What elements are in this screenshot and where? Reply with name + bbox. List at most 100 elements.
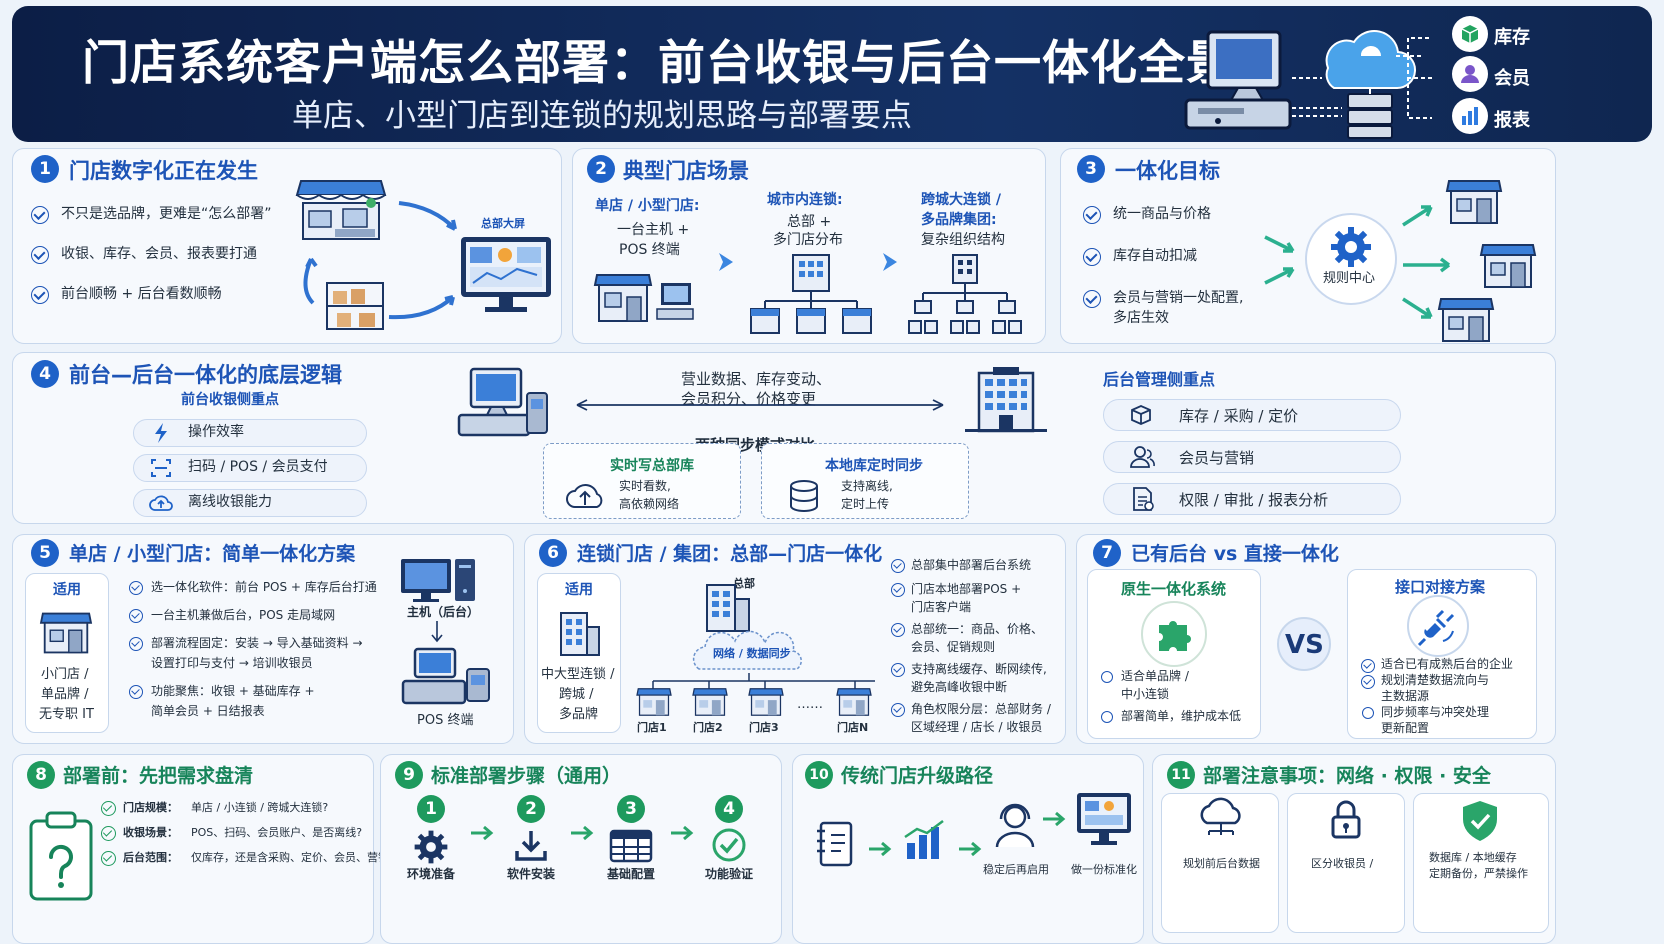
step-2-label: 软件安装 [507,867,556,881]
s7-right-item-3: 同步频率与冲突处理 [1381,705,1490,719]
network-diagram-icon [1292,29,1432,139]
hq-building-icon [965,367,1047,433]
s7-right-item-1: 适合已有成熟后台的企业 [1381,657,1514,671]
check-icon [1083,248,1101,266]
puzzle-circle [1141,601,1207,667]
download-icon [515,831,547,861]
section-9-title: 标准部署步骤（通用） [431,765,622,787]
s3-item-1: 统一商品与价格 [1113,206,1211,222]
s5-item-1: 选一体化软件：前台 POS + 库存后台打通 [151,580,377,594]
s2-col2-title: 城市内连锁: [767,192,843,208]
s7-left-title: 原生一体化系统 [1121,580,1227,598]
s7-left-item-1-cont: 中小连锁 [1121,687,1170,701]
arrow-right-icon [471,825,494,841]
section-8-title: 部署前：先把需求盘清 [63,765,254,787]
s1-item-2: 收银、库存、会员、报表要打通 [61,246,257,262]
check-icon [129,581,143,595]
cloud-network-icon [1200,797,1241,835]
s5-item-4-cont: 简单会员 + 日结报表 [151,704,265,718]
section-4-title: 前台—后台一体化的底层逻辑 [69,363,342,387]
sync-mode-b-box [761,443,969,519]
step-4-label: 功能验证 [705,867,754,881]
check-icon [31,246,49,264]
s6-store-1: 门店1 [637,721,667,734]
lightning-icon [155,423,167,443]
s5-fit-label: 适用 [53,582,81,598]
s6-item-4-cont: 避免高峰收银中断 [911,680,1008,694]
s4-modeA-title: 实时写总部库 [610,458,694,474]
s2-col1-desc-1: 一台主机 + [617,222,690,238]
inbound-arrows-icon [1264,235,1295,285]
chevron-right-icon [883,253,897,271]
s6-store-3: 门店3 [749,721,779,734]
s6-fit-desc-3: 多品牌 [559,707,599,722]
store-network-lines [652,673,875,691]
step-2-number: 2 [517,795,545,823]
section-8-card: 8 部署前：先把需求盘清 门店规模： 单店 / 小连锁 / 跨城大连锁? 收银场… [12,754,395,944]
section-11-number: 11 [1167,761,1195,789]
s2-col3-title: 跨城大连锁 / [921,192,1001,208]
s5-item-2: 一台主机兼做后台，POS 走局域网 [151,608,336,622]
s4-front-item-1: 操作效率 [188,424,244,440]
section-9-number: 9 [395,761,423,789]
arrow-right-icon [959,841,982,857]
section-5-title: 单店 / 小型门店：简单一体化方案 [69,543,356,565]
s7-vs: VS [1285,630,1324,660]
support-agent-icon [995,803,1035,848]
front-item-efficiency [133,419,367,447]
checklist-icon [817,821,853,867]
member-icon [1452,56,1488,92]
section-4-card: 4 前台—后台一体化的底层逻辑 前台收银侧重点 操作效率 扫码 / POS / … [12,352,1556,524]
back-item-permission [1103,483,1401,515]
store-icon [692,688,728,716]
s2-col3-desc-1: 复杂组织结构 [921,232,1005,248]
s5-fit-desc-2: 单品牌 / [41,687,89,702]
arrow-right-icon [869,841,892,857]
section-7-card: 7 已有后台 vs 直接一体化 原生一体化系统 适合单品牌 / 中小连锁 部署简… [1076,534,1556,744]
pos-terminal-icon [457,367,548,437]
monitor-dashboard-icon [1077,793,1131,845]
s6-item-2: 门店本地部署POS + [911,582,1022,596]
step-3-number: 3 [617,795,645,823]
section-2-number: 2 [587,155,615,183]
s5-host-label: 主机（后台） [407,605,480,619]
chevron-right-icon [719,253,733,271]
s3-item-3: 会员与营销一处配置, [1113,290,1244,306]
check-icon [891,623,905,637]
store-icon [836,688,872,716]
page-subtitle: 单店、小型门店到连锁的规划思路与部署要点 [292,98,912,134]
section-3-number: 3 [1077,155,1105,183]
s4-back-item-2: 会员与营销 [1179,449,1255,467]
hq-building-icon [706,584,750,632]
back-item-inventory [1103,399,1401,431]
s4-flow-line-1: 营业数据、库存变动、 [681,370,832,388]
check-icon [891,583,905,597]
section-1-number: 1 [31,155,59,183]
check-icon [31,206,49,224]
front-item-scan-pay [133,454,367,482]
s4-back-item-1: 库存 / 采购 / 定价 [1179,407,1299,425]
s6-store-2: 门店2 [693,721,723,734]
s4-modeA-desc-1: 实时看数, [619,479,671,493]
s4-front-item-2: 扫码 / POS / 会员支付 [188,459,328,475]
user-icon [1130,446,1155,468]
s6-ellipsis: …… [797,697,823,712]
check-icon [101,801,116,816]
sync-cloud-icon [692,630,802,670]
arrow-right-icon [571,825,594,841]
database-icon [790,480,818,512]
s7-left-item-2: 部署简单，维护成本低 [1121,709,1242,723]
small-store-icon [593,274,694,322]
s5-item-4: 功能聚焦：收银 + 基础库存 + [151,684,315,698]
s6-item-4: 支持离线缓存、断网续传, [911,662,1047,676]
s5-item-3: 部署流程固定：安装 → 导入基础资料 → [151,636,363,650]
header-label-member: 会员 [1494,68,1530,89]
s8-item-2-val: POS、扫码、会员账户、是否离线? [191,826,363,839]
s2-col1-title: 单店 / 小型门店: [595,198,700,214]
back-item-member [1103,441,1401,473]
section-6-title: 连锁门店 / 集团：总部—门店一体化 [577,543,883,565]
dashboard-monitor-icon [461,237,551,312]
check-icon [101,851,116,866]
section-7-title: 已有后台 vs 直接一体化 [1131,543,1339,565]
section-9-card: 9 标准部署步骤（通用） 1 2 3 4 环境准备 软件安装 基础配置 功能验证 [380,754,782,944]
